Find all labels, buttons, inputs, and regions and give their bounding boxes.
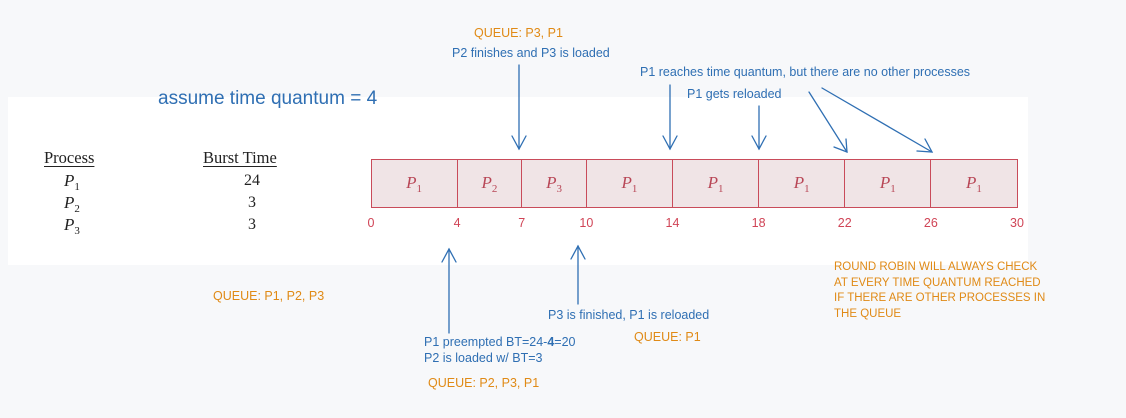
round-robin-note-line: THE QUEUE (834, 307, 902, 320)
gantt-divider (930, 159, 932, 208)
process-header: Process (44, 148, 95, 167)
gantt-divider (585, 159, 587, 208)
gantt-slot-p1: P1 (930, 159, 1017, 208)
arrow-icon (570, 244, 586, 305)
p1-quantum-note: P1 reaches time quantum, but there are n… (640, 65, 971, 79)
p2-loaded-note: P2 is loaded w/ BT=3 (424, 351, 543, 365)
time-quantum-note: assume time quantum = 4 (158, 88, 378, 109)
gantt-tick-label: 30 (1010, 216, 1024, 230)
queue-bottom-label: QUEUE: P2, P3, P1 (428, 376, 540, 390)
arrow-icon (441, 247, 457, 334)
gantt-slot-label: P1 (879, 172, 896, 195)
process-p2: P2 (64, 193, 80, 215)
gantt-slot-label: P2 (481, 172, 498, 195)
round-robin-note: ROUND ROBIN WILL ALWAYS CHECK AT EVERY T… (834, 260, 1094, 322)
arrow-icon (511, 64, 527, 151)
gantt-divider (1016, 159, 1018, 208)
gantt-slot-label: P1 (406, 172, 422, 195)
gantt-slot-p3: P3 (521, 159, 587, 208)
round-robin-note-line: ROUND ROBIN WILL ALWAYS CHECK (834, 261, 1038, 273)
process-p1: P1 (64, 171, 80, 193)
round-robin-note-line: IF THERE ARE OTHER PROCESSES IN (834, 292, 1046, 304)
gantt-divider (758, 159, 760, 208)
gantt-divider (370, 159, 372, 208)
p2-finishes-note: P2 finishes and P3 is loaded (452, 46, 610, 60)
gantt-tick-label: 22 (837, 216, 852, 230)
gantt-tick-label: 18 (751, 216, 766, 230)
gantt-tick-label: 0 (367, 216, 375, 230)
arrow-icon (808, 91, 848, 153)
arrow-icon (662, 84, 678, 151)
gantt-tick-label: 4 (453, 216, 461, 230)
burst-p2: 3 (248, 194, 256, 211)
p3-finished-note: P3 is finished, P1 is reloaded (548, 308, 710, 322)
round-robin-note-line: AT EVERY TIME QUANTUM REACHED (834, 276, 1041, 289)
gantt-slot-p2: P2 (457, 159, 522, 208)
gantt-slot-p1: P1 (672, 159, 759, 208)
gantt-divider (671, 159, 673, 208)
burst-p1: 24 (244, 172, 260, 189)
arrow-icon (751, 105, 767, 151)
gantt-slot-p1: P1 (758, 159, 845, 208)
burst-p3: 3 (248, 216, 256, 233)
p1-reloaded-note: P1 gets reloaded (687, 87, 782, 101)
gantt-tick-label: 26 (923, 216, 938, 230)
queue-p3-p1-label: QUEUE: P3, P1 (474, 26, 563, 40)
arrow-icon (821, 87, 934, 153)
gantt-tick-label: 14 (665, 216, 680, 230)
gantt-slot-p1: P1 (586, 159, 673, 208)
p1-preempted-note: P1 preempted BT=24-4=20 (424, 335, 576, 349)
process-p3: P3 (64, 215, 80, 237)
gantt-slot-label: P1 (793, 172, 810, 195)
queue-initial-label: QUEUE: P1, P2, P3 (213, 289, 325, 303)
gantt-divider (456, 159, 458, 208)
gantt-slot-label: P1 (621, 172, 638, 195)
gantt-tick-label: 10 (579, 216, 594, 230)
gantt-divider (844, 159, 846, 208)
queue-p1-label: QUEUE: P1 (634, 330, 701, 344)
gantt-slot-label: P1 (707, 172, 724, 195)
gantt-slot-label: P3 (546, 172, 562, 195)
gantt-tick-label: 7 (518, 216, 526, 230)
gantt-divider (521, 159, 523, 208)
gantt-slot-label: P1 (965, 172, 982, 195)
burst-time-header: Burst Time (203, 148, 277, 167)
gantt-slot-p1: P1 (844, 159, 931, 208)
gantt-slot-p1: P1 (371, 159, 458, 208)
